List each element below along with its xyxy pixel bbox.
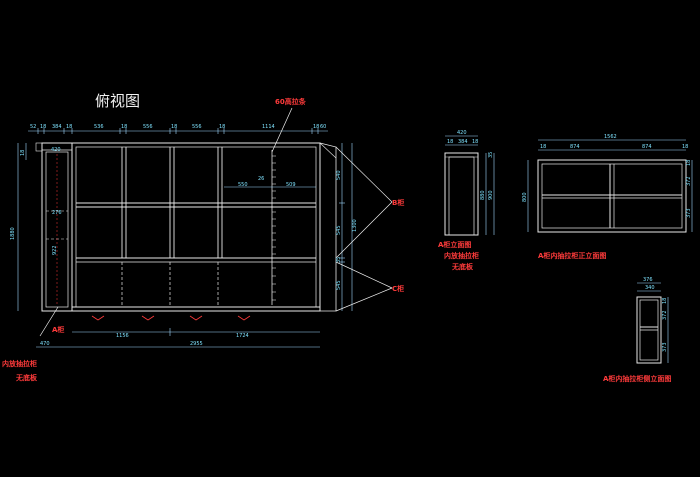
drawer-front-dimensions: 1562 18 874 874 18 800 372 373 18: [522, 134, 692, 218]
svg-text:35: 35: [488, 152, 494, 158]
svg-text:556: 556: [192, 124, 202, 130]
cabinet-c-grid: [121, 262, 219, 307]
drawer-front-title: A柜内抽拉柜正立面图: [538, 251, 606, 260]
svg-text:545: 545: [336, 225, 342, 235]
svg-text:420: 420: [457, 130, 467, 136]
svg-text:276: 276: [52, 210, 62, 216]
svg-text:420: 420: [51, 147, 61, 153]
svg-text:1300: 1300: [352, 219, 358, 232]
svg-text:60: 60: [320, 124, 326, 130]
svg-text:372: 372: [686, 176, 692, 186]
svg-text:536: 536: [94, 124, 104, 130]
cabinet-a-note-2: 无底板: [15, 373, 38, 382]
drawer-front-elevation: [527, 139, 693, 233]
svg-text:545: 545: [336, 280, 342, 290]
svg-text:18: 18: [20, 150, 26, 156]
cabinet-c-label: C柜: [392, 284, 404, 293]
svg-text:880: 880: [480, 190, 486, 200]
a-elevation-title: A柜立面图: [438, 240, 471, 249]
svg-text:18: 18: [447, 139, 453, 145]
svg-text:556: 556: [143, 124, 153, 130]
svg-text:922: 922: [52, 245, 58, 255]
svg-text:35: 35: [336, 257, 342, 263]
svg-text:26: 26: [258, 176, 264, 182]
cabinet-a-label: A柜: [52, 325, 64, 334]
svg-text:874: 874: [642, 144, 652, 150]
svg-text:1114: 1114: [262, 124, 275, 130]
svg-text:18: 18: [313, 124, 319, 130]
a-cabinet-elevation: [444, 135, 495, 236]
plan-view: [17, 128, 353, 348]
a-elevation-dimensions: 420 18 384 18 880 900 35: [447, 130, 494, 200]
svg-text:800: 800: [522, 192, 528, 202]
svg-text:373: 373: [662, 342, 668, 352]
strip-60-ticks: [271, 150, 276, 305]
svg-text:52: 52: [30, 124, 36, 130]
svg-text:900: 900: [488, 190, 494, 200]
svg-text:18: 18: [472, 139, 478, 145]
svg-text:18: 18: [40, 124, 46, 130]
svg-text:373: 373: [686, 208, 692, 218]
svg-text:18: 18: [171, 124, 177, 130]
svg-text:509: 509: [286, 182, 296, 188]
svg-text:18: 18: [121, 124, 127, 130]
svg-text:18: 18: [540, 144, 546, 150]
svg-text:384: 384: [52, 124, 62, 130]
svg-text:18: 18: [686, 160, 692, 166]
svg-text:1724: 1724: [236, 333, 249, 339]
svg-text:874: 874: [570, 144, 580, 150]
drawer-side-title: A柜内抽拉柜侧立面图: [603, 374, 671, 383]
svg-text:540: 540: [336, 170, 342, 180]
strip-60-label: 60高拉条: [275, 97, 307, 106]
svg-text:372: 372: [662, 310, 668, 320]
svg-text:384: 384: [458, 139, 468, 145]
svg-text:470: 470: [40, 341, 50, 347]
drawer-side-dimensions: 376 340 18 372 373: [643, 277, 668, 352]
svg-text:1156: 1156: [116, 333, 129, 339]
drawing-title: 俯视图: [95, 92, 140, 110]
leader-lines: [39, 107, 393, 337]
svg-text:2955: 2955: [190, 341, 203, 347]
svg-text:550: 550: [238, 182, 248, 188]
plan-dimensions: 52 18 384 18 536 18 556 18 556 18 1114 1…: [10, 124, 358, 347]
main-cabinet-outline: [71, 142, 321, 312]
svg-text:18: 18: [219, 124, 225, 130]
svg-text:18: 18: [662, 298, 668, 304]
svg-text:18: 18: [66, 124, 72, 130]
svg-text:18: 18: [682, 144, 688, 150]
svg-text:376: 376: [643, 277, 653, 283]
svg-text:340: 340: [645, 285, 655, 291]
drawer-side-elevation: [636, 282, 669, 364]
cabinet-b-grid: [76, 147, 316, 258]
svg-text:1880: 1880: [10, 227, 16, 240]
svg-text:1562: 1562: [604, 134, 617, 140]
cabinet-b-label: B柜: [392, 198, 404, 207]
cabinet-a-note-1: 内放抽拉柜: [2, 359, 37, 368]
a-elevation-note-1: 内放抽拉柜: [444, 251, 479, 260]
a-elevation-note-2: 无底板: [451, 262, 474, 271]
